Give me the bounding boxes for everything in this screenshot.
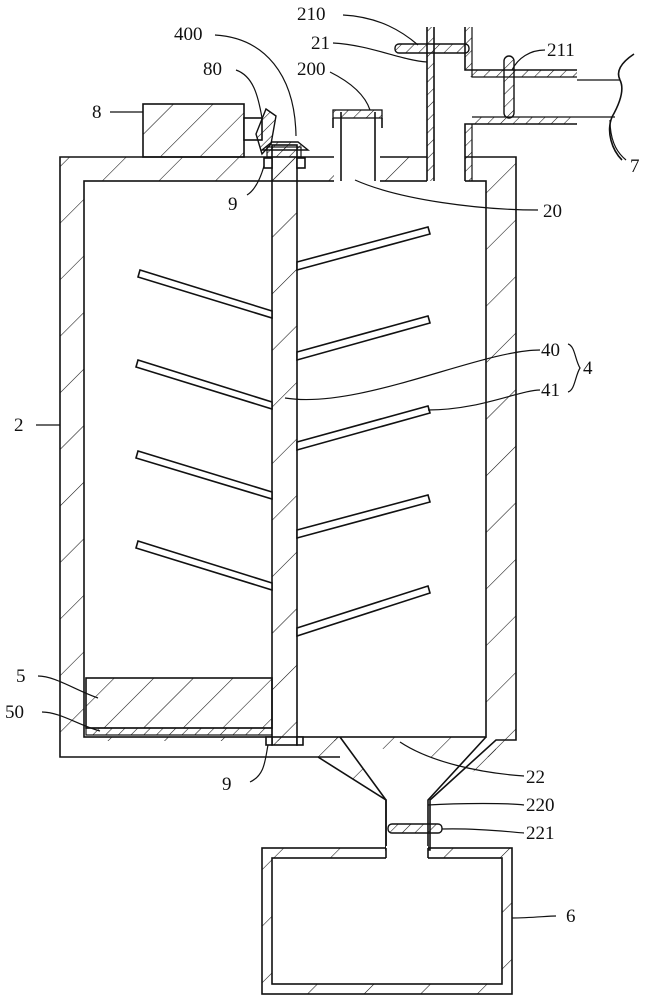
label-400: 400	[174, 24, 203, 45]
label-8: 8	[92, 102, 102, 123]
label-22: 22	[526, 767, 545, 788]
discharge-hopper	[318, 736, 498, 852]
stirring-blades	[135, 226, 431, 638]
label-7: 7	[630, 156, 640, 177]
reference-labels: 210 21 211 400 80 200 8 7 9 20 40 4 41 2…	[5, 4, 640, 927]
label-80: 80	[203, 59, 222, 80]
motor	[142, 103, 263, 158]
label-200: 200	[297, 59, 326, 80]
label-21: 21	[311, 33, 330, 54]
label-5: 5	[16, 666, 26, 687]
exhaust-valve-side	[503, 55, 515, 119]
label-9-top: 9	[228, 194, 238, 215]
hose	[577, 53, 635, 161]
feed-port	[332, 109, 383, 182]
label-40: 40	[541, 340, 560, 361]
label-50: 50	[5, 702, 24, 723]
label-9-bottom: 9	[222, 774, 232, 795]
label-220: 220	[526, 795, 555, 816]
exhaust-valve-top	[394, 43, 470, 54]
stirring-shaft	[271, 144, 298, 746]
leader-lines	[36, 14, 627, 919]
label-4: 4	[583, 358, 593, 379]
label-221: 221	[526, 823, 555, 844]
label-20: 20	[543, 201, 562, 222]
label-211: 211	[547, 40, 575, 61]
label-41: 41	[541, 380, 560, 401]
label-210: 210	[297, 4, 326, 25]
bevel-gear	[255, 107, 310, 158]
discharge-valve	[387, 823, 443, 834]
label-6: 6	[566, 906, 576, 927]
collection-box	[261, 846, 513, 995]
label-2: 2	[14, 415, 24, 436]
base-block	[85, 677, 273, 736]
bearing-bottom	[265, 736, 304, 746]
bearing-top	[263, 157, 306, 169]
